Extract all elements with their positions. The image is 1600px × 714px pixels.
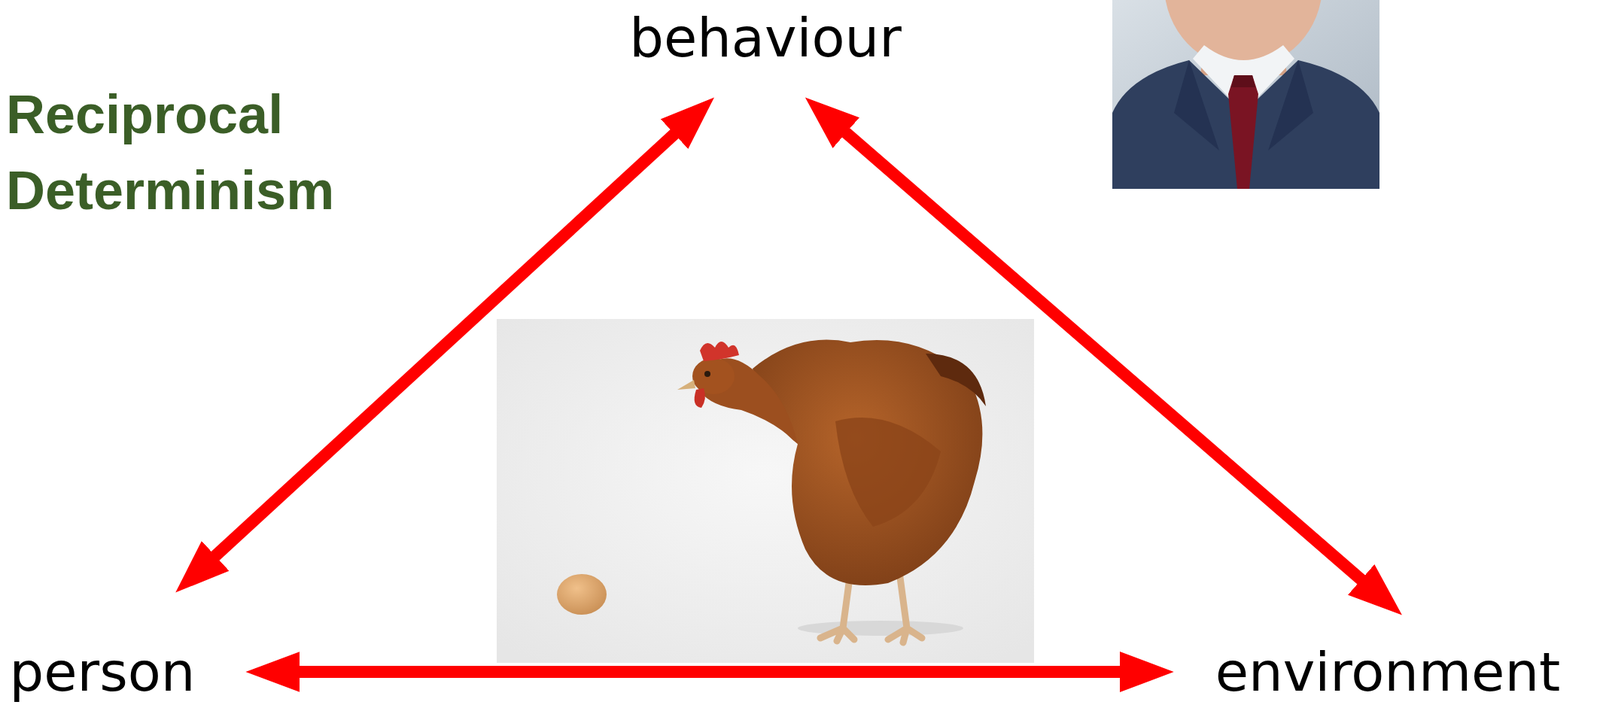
portrait-photo [1112,0,1380,189]
reciprocal-arrow [272,666,1147,679]
chicken-and-egg-photo [496,319,1035,664]
diagram-title: Reciprocal Determinism [6,76,383,229]
concept-node: environment [1209,638,1567,707]
concept-label: person [9,641,196,704]
concept-node: person [3,638,202,707]
reciprocal-arrow [825,115,1382,598]
concept-label: environment [1215,641,1561,704]
concept-label: behaviour [629,6,902,70]
concept-node: behaviour [623,3,908,73]
